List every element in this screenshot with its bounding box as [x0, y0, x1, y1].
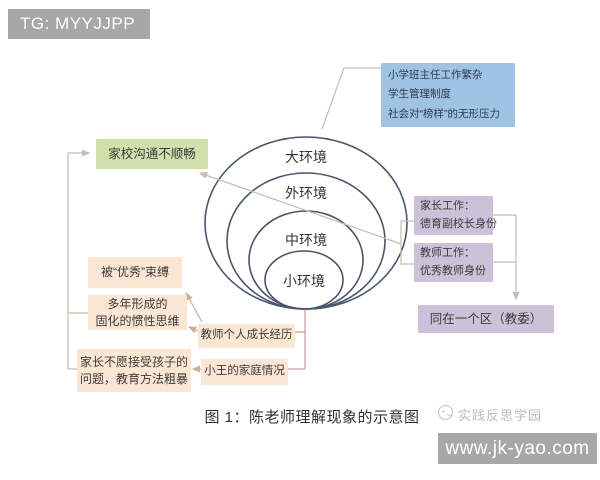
- label-big-environment: 大环境: [285, 149, 327, 165]
- school-pressure-line-1: 小学班主任工作繁杂: [388, 68, 483, 81]
- wang-family-text: 小王的家庭情况: [204, 365, 285, 378]
- watermark-site-name: 实践反思学园: [458, 408, 543, 423]
- ingrained-thinking-line-2: 固化的惯性思维: [95, 313, 180, 328]
- box-parent-job: 家长工作： 德育副校长身份: [414, 196, 497, 235]
- parent-refusal-line-1: 家长不愿接受孩子的: [79, 355, 188, 370]
- label-outer-environment: 外环境: [285, 185, 327, 201]
- channel-badge: TG: MYYJJPP: [8, 9, 150, 39]
- arrow-growth-to-excellence-box: [185, 291, 203, 323]
- home-school-communication-text: 家校沟通不顺畅: [108, 146, 196, 161]
- ingrained-thinking-line-1: 多年形成的: [107, 297, 168, 312]
- circle-small-environment: [264, 250, 344, 310]
- parent-job-line-2: 德育副校长身份: [420, 217, 497, 230]
- arrow-growth-to-thinking-box: [187, 326, 199, 334]
- box-parent-refusal: 家长不愿接受孩子的 问题，教育方法粗暴: [77, 349, 191, 392]
- teacher-job-line-2: 优秀教师身份: [420, 264, 486, 277]
- same-district-text: 同在一个区（教委）: [429, 311, 543, 326]
- box-school-pressures: 小学班主任工作繁杂 学生管理制度 社会对“榜样”的无形压力: [381, 63, 515, 127]
- teacher-job-line-1: 教师工作：: [420, 246, 475, 259]
- school-pressure-line-3: 社会对“榜样”的无形压力: [388, 107, 500, 120]
- figure-caption: 图 1：陈老师理解现象的示意图: [204, 409, 420, 426]
- parent-refusal-line-2: 问题，教育方法粗暴: [79, 371, 188, 386]
- label-small-environment: 小环境: [283, 273, 325, 289]
- box-wang-family: 小王的家庭情况: [201, 359, 288, 385]
- box-ingrained-thinking: 多年形成的 固化的惯性思维: [88, 295, 187, 330]
- connector-big-env-to-blue-box: [321, 67, 381, 130]
- parent-job-line-1: 家长工作：: [420, 199, 475, 212]
- label-middle-environment: 中环境: [285, 232, 327, 248]
- box-home-school-communication: 家校沟通不顺畅: [96, 139, 208, 169]
- bound-by-excellence-text: 被“优秀”束缚: [101, 265, 169, 280]
- watermark-url-bar: www.jk-yao.com: [438, 433, 597, 464]
- arrow-identities-to-green-box: [198, 172, 402, 245]
- box-teacher-job: 教师工作： 优秀教师身份: [414, 243, 493, 282]
- circle-middle-environment: [248, 210, 364, 310]
- box-same-district: 同在一个区（教委）: [418, 305, 554, 333]
- school-pressure-line-2: 学生管理制度: [388, 88, 451, 101]
- box-bound-by-excellence: 被“优秀”束缚: [88, 257, 182, 288]
- box-teacher-growth: 教师个人成长经历: [198, 324, 295, 348]
- bracket-purple-left: [400, 220, 414, 265]
- teacher-growth-text: 教师个人成长经历: [200, 329, 293, 342]
- watermark-logo-icon: [437, 404, 454, 421]
